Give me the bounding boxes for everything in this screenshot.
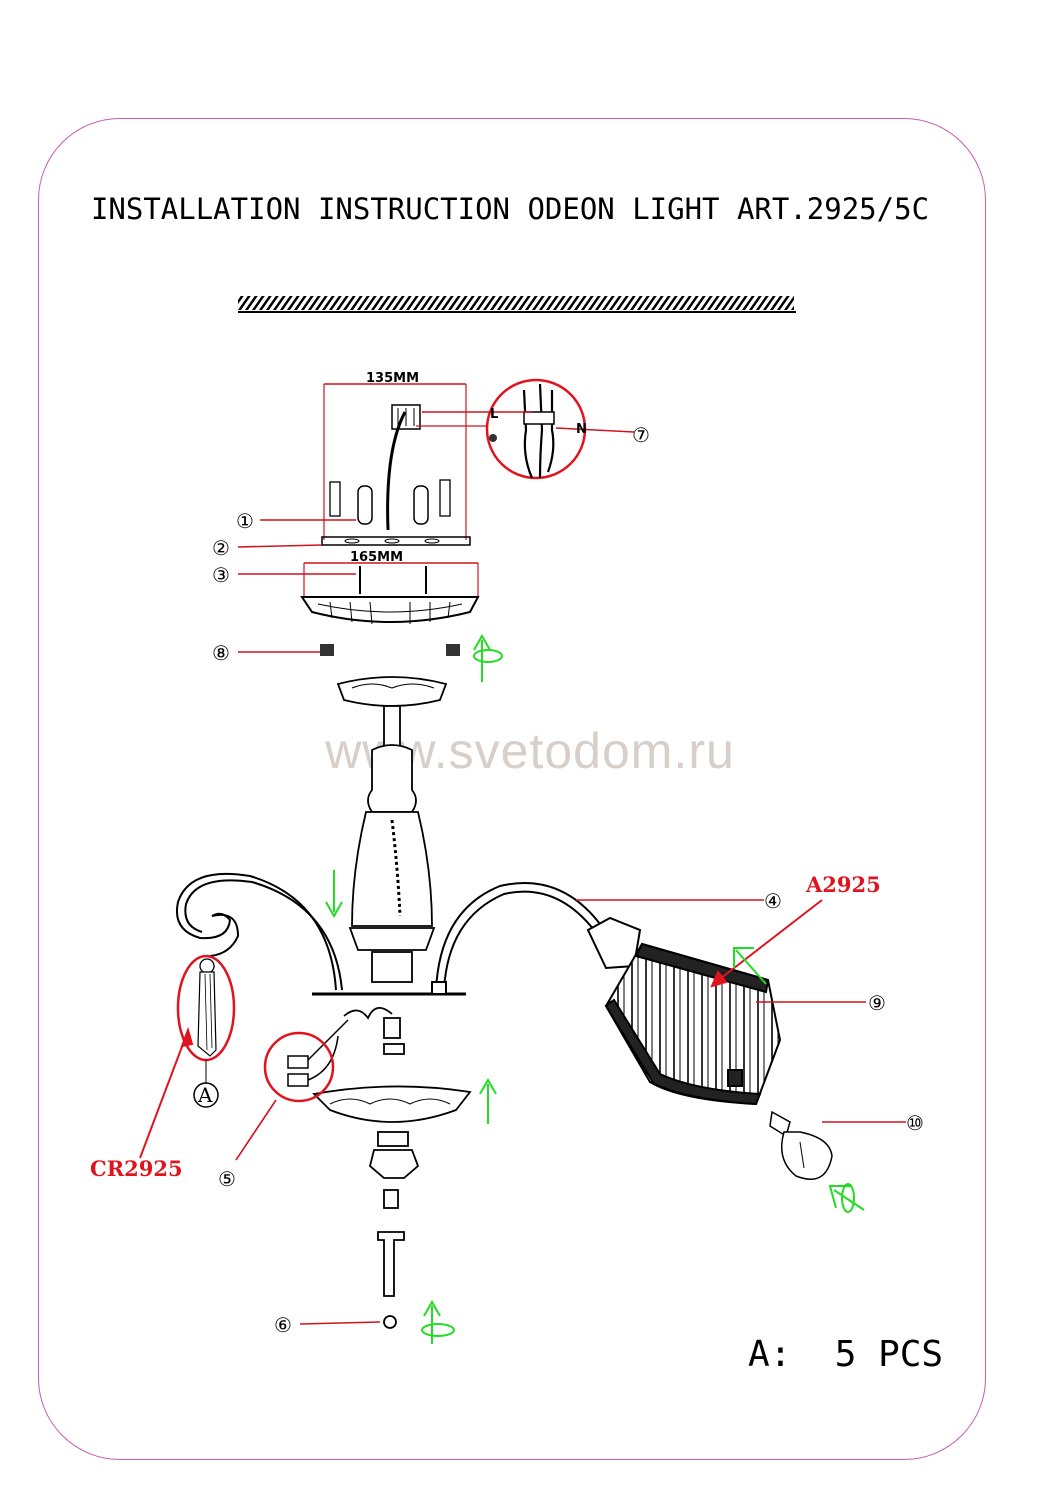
callout-4: ④ [764,889,782,913]
light-bulb [769,1110,833,1180]
mounting-plate [321,383,471,546]
crystal-pendant [197,958,217,1057]
callout-1: ① [236,509,254,533]
shade-part-code: A2925 [805,872,881,897]
direction-arrows [325,633,865,1344]
callout-5: ⑤ [218,1167,236,1191]
lower-bowl [312,1007,472,1329]
left-arm [176,872,343,991]
crystal-part-code: CR2925 [90,1156,183,1181]
callout-9: ⑨ [868,991,886,1015]
central-column [312,676,466,996]
terminal-highlight [263,1031,335,1103]
dimension-bottom: 165MM [350,550,403,565]
right-arm [431,882,642,995]
callout-2: ② [212,536,230,560]
connector-terminals [287,1019,349,1087]
part-code-arrows [139,899,823,1159]
quantity-label: A: [748,1334,792,1375]
canopy [300,562,480,625]
ceiling-hatch [238,296,796,313]
callout-7: ⑦ [632,423,650,447]
callout-10: ⑩ [906,1111,924,1135]
lamp-shade [604,942,782,1106]
quantity-value: 5 PCS [834,1334,944,1375]
quantity-note: A: 5 PCS [748,1334,943,1375]
wire-live-label: L [490,407,498,422]
callout-numbers: ① ② ③ ④ ⑤ ⑥ ⑦ ⑧ ⑨ ⑩ [212,423,924,1337]
crystal-marker: A [197,1083,213,1107]
callout-3: ③ [212,563,230,587]
wiring-detail [416,378,635,480]
page-frame [38,118,986,1460]
page-title: INSTALLATION INSTRUCTION ODEON LIGHT ART… [90,192,930,226]
callout-8: ⑧ [212,641,230,665]
callout-leaders [235,519,906,1325]
dimension-top: 135MM [366,371,419,386]
decorative-nuts [320,644,460,656]
callout-6: ⑥ [274,1313,292,1337]
wire-neutral-label: N [576,422,587,437]
